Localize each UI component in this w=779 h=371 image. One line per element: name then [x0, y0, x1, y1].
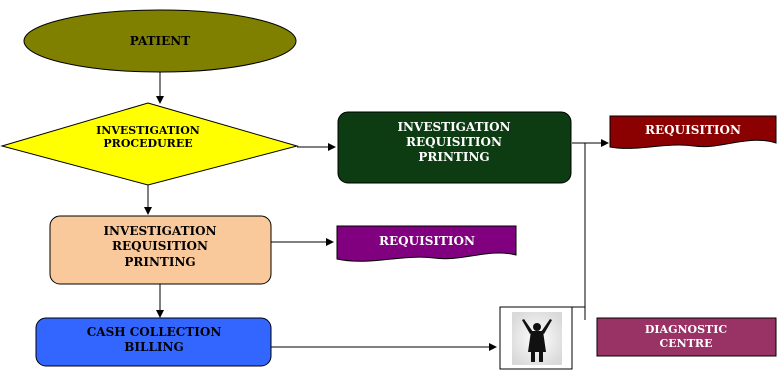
- requisition-mid-shape: [336, 225, 517, 262]
- investigation-printing-left-line-3: PRINTING: [124, 255, 195, 269]
- cash-collection-line-1: CASH COLLECTION: [87, 325, 222, 339]
- investigation-printing-left-node: INVESTIGATION REQUISITION PRINTING: [49, 215, 272, 285]
- investigation-printing-left-box: [49, 215, 272, 285]
- person-arms-raised-icon: [512, 312, 562, 365]
- requisition-mid-label: REQUISITION: [379, 234, 475, 248]
- diagnostic-centre-box: [596, 317, 777, 357]
- investigation-printing-top-box: [337, 111, 572, 184]
- patient-label: PATIENT: [130, 34, 190, 48]
- investigation-printing-top-line-2: REQUISITION: [406, 135, 502, 149]
- investigation-printing-top-node: INVESTIGATION REQUISITION PRINTING: [337, 111, 572, 184]
- requisition-top-shape: [609, 115, 777, 149]
- investigation-procedure-diamond: [0, 102, 299, 186]
- patient-ellipse: [23, 9, 297, 73]
- requisition-top-node: REQUISITION: [609, 115, 777, 149]
- cash-collection-box: [35, 317, 272, 367]
- investigation-printing-left-line-2: REQUISITION: [112, 239, 208, 253]
- cash-collection-line-2: BILLING: [124, 340, 183, 354]
- investigation-procedure-line-1: INVESTIGATION: [96, 124, 200, 137]
- diagnostic-centre-node: DIAGNOSTIC CENTRE: [596, 317, 777, 357]
- cash-collection-node: CASH COLLECTION BILLING: [35, 317, 272, 367]
- requisition-top-label: REQUISITION: [645, 123, 741, 137]
- connectors: [144, 72, 609, 351]
- investigation-printing-top-line-1: INVESTIGATION: [397, 120, 510, 134]
- investigation-procedure-node: INVESTIGATION PROCEDUREE: [0, 102, 299, 186]
- investigation-procedure-line-2: PROCEDUREE: [103, 137, 192, 150]
- diagnostic-centre-line-2: CENTRE: [660, 337, 713, 350]
- person-image: [499, 306, 573, 370]
- diagnostic-centre-line-1: DIAGNOSTIC: [645, 323, 728, 336]
- investigation-printing-top-line-3: PRINTING: [418, 150, 489, 164]
- investigation-printing-left-line-1: INVESTIGATION: [103, 224, 216, 238]
- patient-node: PATIENT: [23, 9, 297, 73]
- requisition-mid-node: REQUISITION: [336, 225, 517, 262]
